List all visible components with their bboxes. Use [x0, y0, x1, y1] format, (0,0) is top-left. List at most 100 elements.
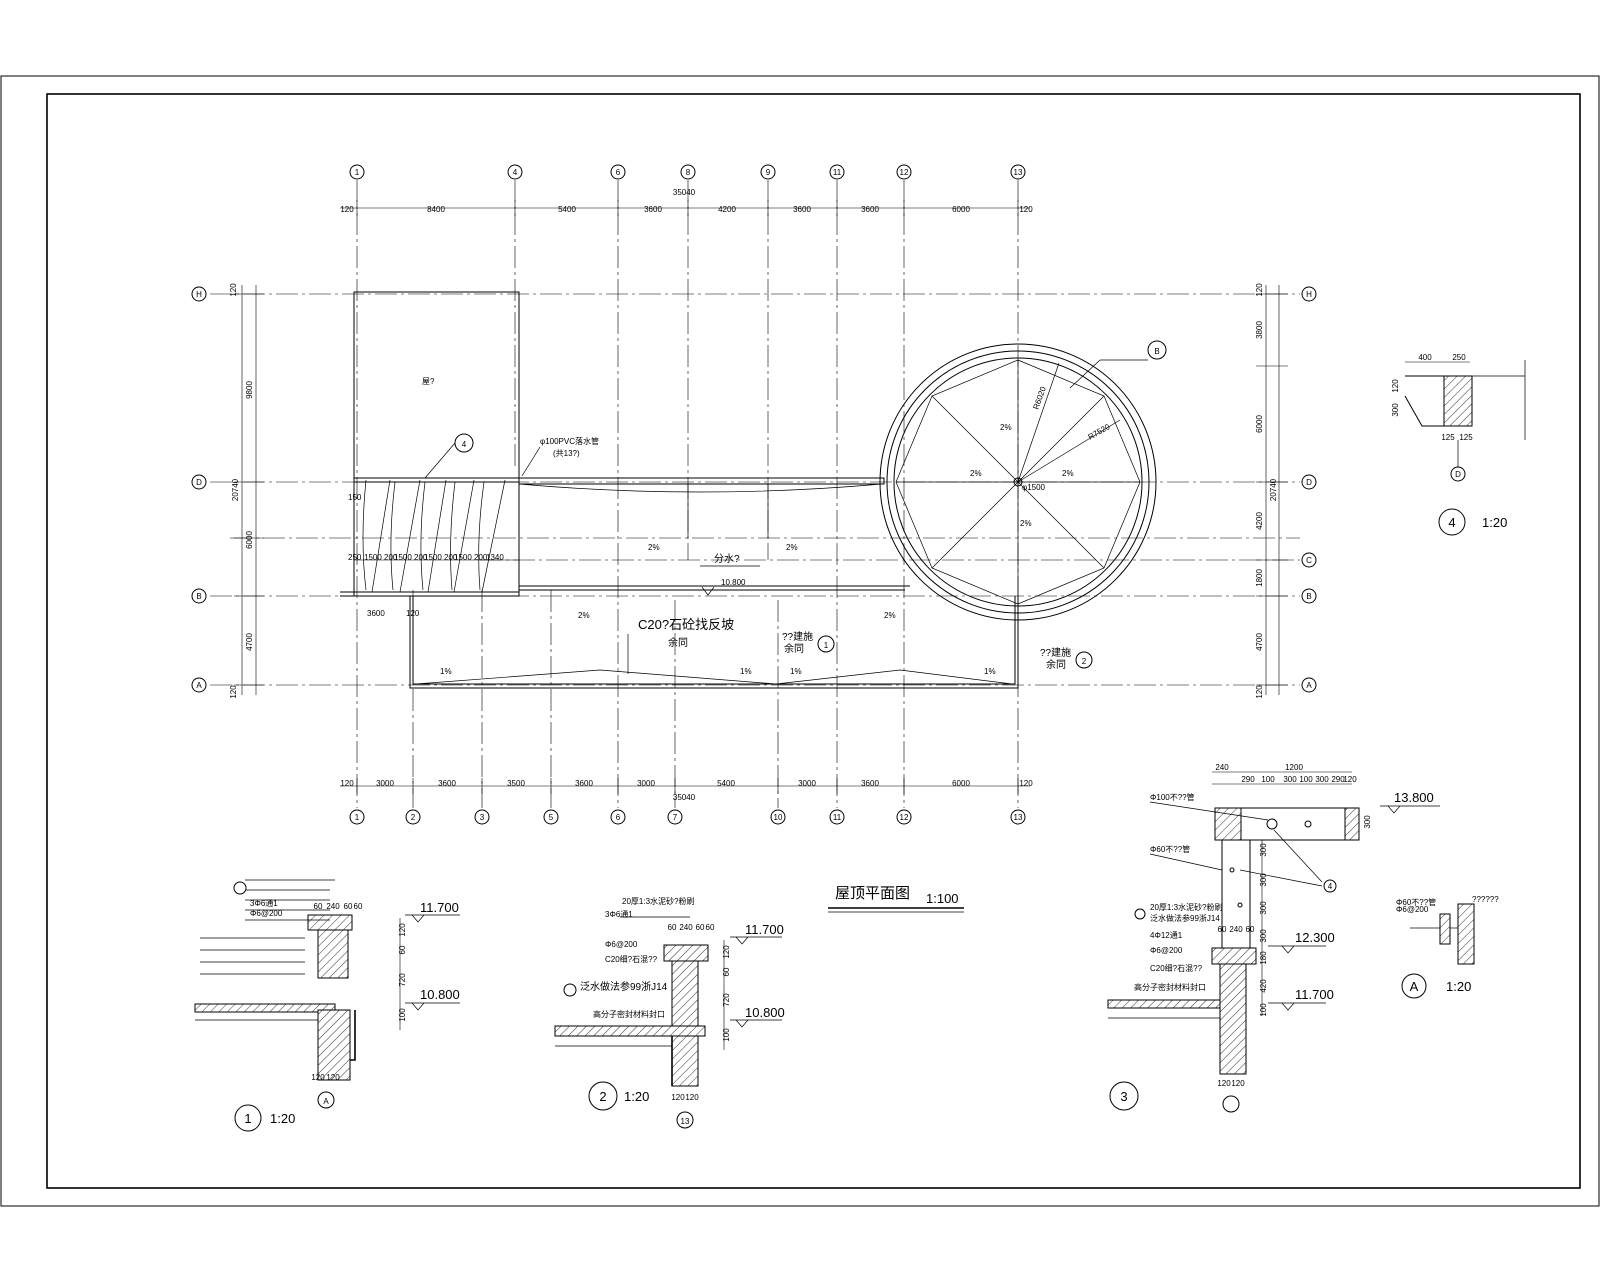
detailA-number: A: [1410, 979, 1419, 994]
detail2-note-waterproof: 泛水做法参99浙J14: [580, 980, 668, 993]
slope-label: 2%: [578, 611, 590, 620]
dim-top-8: 120: [1019, 205, 1033, 214]
detail-marker-b: [1147, 340, 1167, 360]
grid-bottom-label: 3: [480, 813, 485, 822]
roof-outline: 屋?: [340, 291, 1019, 689]
detail-ref-2: ??建施: [1040, 646, 1071, 659]
strip-dim-9: 1340: [486, 553, 504, 562]
dim-top-0: 120: [340, 205, 354, 214]
detail3-dimsub-0: 290: [1241, 775, 1255, 784]
detail1-base-0: 120: [311, 1073, 325, 1082]
plan-annotations: 4 φ100PVC落水管 (共13?) 2% 2% 2% 2% 1% 1% 1%…: [348, 433, 1093, 676]
slope-1-label: 1%: [984, 667, 996, 676]
detail2-number: 2: [599, 1089, 606, 1104]
slope-1-label: 1%: [790, 667, 802, 676]
detail3-h300: 300: [1363, 815, 1372, 829]
detail1-rebar-b: Φ6@200: [250, 909, 283, 918]
detail3-h-2: 300: [1259, 901, 1268, 915]
detail2-dim-2: 60: [696, 923, 705, 932]
grid-right-label: A: [1306, 681, 1312, 690]
detail2-h-1: 60: [722, 967, 731, 976]
detail1-number: 1: [244, 1111, 251, 1126]
grid-top-label: 1: [355, 168, 360, 177]
grid-bottom-label: 2: [411, 813, 416, 822]
radius-label-a: R6020: [1031, 385, 1048, 411]
detail-2: 20厚1:3水泥砂?粉刷 3Φ6通1 Φ6@200 C20细?石混?? 泛水做法…: [554, 896, 785, 1129]
detail4-base-0: 125: [1441, 433, 1455, 442]
dim-bottom-6: 5400: [717, 779, 735, 788]
dim-3600b: 3600: [367, 609, 385, 618]
detail-ref-1: ??建施: [782, 630, 813, 643]
detail-marker-4-label: 4: [462, 440, 467, 449]
strip-dim-7: 1500: [454, 553, 472, 562]
detail-marker-b-label: B: [1154, 347, 1159, 356]
detail3-h-0: 300: [1259, 843, 1268, 857]
detailA-rebar-b: Φ6@200: [1396, 905, 1429, 914]
downpipe-label: φ100PVC落水管: [540, 436, 599, 446]
dim-chain-bottom: 120 3000 3600 3500 3600 3000 5400 3000 3…: [340, 778, 1033, 802]
dim-right-0: 120: [1255, 283, 1264, 297]
detail2-level-top: 11.700: [745, 922, 784, 937]
detail1-dim-1: 240: [326, 902, 340, 911]
detail3-h-1: 300: [1259, 873, 1268, 887]
room-label: 屋?: [422, 377, 435, 386]
dim-chain-left: 120 9800 20740 6000 4700 120: [229, 283, 264, 699]
screed-note: C20?石砼找反坡: [638, 617, 734, 632]
grid-left-label: H: [196, 290, 202, 299]
detail1-dim-0: 60: [314, 902, 323, 911]
radius-label-b: R7520: [1087, 422, 1112, 442]
detail3-dimsub-5: 290: [1331, 775, 1345, 784]
grid-left-label: D: [196, 478, 202, 487]
grid-top-label: 11: [833, 168, 842, 177]
grid-right-label: H: [1306, 290, 1312, 299]
detail3-level-c: 11.700: [1295, 987, 1334, 1002]
slope-circ-1: 2%: [1000, 423, 1012, 432]
detail4-scale: 1:20: [1482, 515, 1507, 530]
detail3-dimtop-1: 1200: [1285, 763, 1303, 772]
detail-1: 3Φ6通1 Φ6@200 60 240 60 60 120 60 720 100…: [194, 879, 460, 1132]
detail3-dimtop-0: 240: [1215, 763, 1229, 772]
detail3-note-b: 泛水做法参99浙J14: [1150, 913, 1220, 923]
sheet-outer-border: [0, 75, 1600, 1207]
detail4-dim-0: 400: [1418, 353, 1432, 362]
strip-dim-2: 200: [384, 553, 398, 562]
grid-bottom-label: 6: [616, 813, 621, 822]
grid-bottom-label: 1: [355, 813, 360, 822]
grid-top-label: 8: [686, 168, 691, 177]
dim-top-2: 5400: [558, 205, 576, 214]
dim-left-1: 9800: [245, 381, 254, 399]
detail3-base-0: 120: [1217, 1079, 1231, 1088]
grid-bottom-label: 13: [1014, 813, 1023, 822]
screed-note-same: 余同: [668, 636, 688, 649]
ridge-label: 分水?: [714, 553, 740, 565]
detail-ref-2-num: 2: [1082, 657, 1087, 666]
grid-bubbles-right: H D C B A: [1301, 286, 1317, 693]
strip-dim-5: 1500: [424, 553, 442, 562]
detail1-dim-2: 60: [344, 902, 353, 911]
dim-chain-right: 120 3800 6000 20740 4200 1800 4700 120: [1255, 283, 1288, 699]
detail1-base-1: 120: [326, 1073, 340, 1082]
slope-circ-2: 2%: [970, 469, 982, 478]
downpipe-count: (共13?): [553, 449, 580, 458]
grid-right-label: D: [1306, 478, 1312, 487]
grid-top-label: 13: [1014, 168, 1023, 177]
detail3-level-b: 12.300: [1295, 930, 1335, 945]
dim-120b: 120: [406, 609, 420, 618]
detail4-axis: D: [1455, 470, 1461, 479]
detail2-rebar-a: 3Φ6通1: [605, 909, 633, 919]
detail3-dimsub-6: 120: [1343, 775, 1357, 784]
grid-top-label: 12: [900, 168, 909, 177]
dim-right-1: 3800: [1255, 321, 1264, 339]
detail4-base-1: 125: [1459, 433, 1473, 442]
detail1-scale: 1:20: [270, 1111, 295, 1126]
upper-roof-block: [353, 291, 520, 483]
strip-dim-4: 200: [414, 553, 428, 562]
detail3-h-5: 420: [1259, 979, 1268, 993]
diameter-label: φ1500: [1022, 483, 1046, 492]
detailA-scale: 1:20: [1446, 979, 1471, 994]
detail2-rebar-b: Φ6@200: [605, 940, 638, 949]
detail2-note-seal: 高分子密封材料封口: [593, 1009, 665, 1019]
dim-top-7: 6000: [952, 205, 970, 214]
grid-bottom-label: 5: [549, 813, 554, 822]
